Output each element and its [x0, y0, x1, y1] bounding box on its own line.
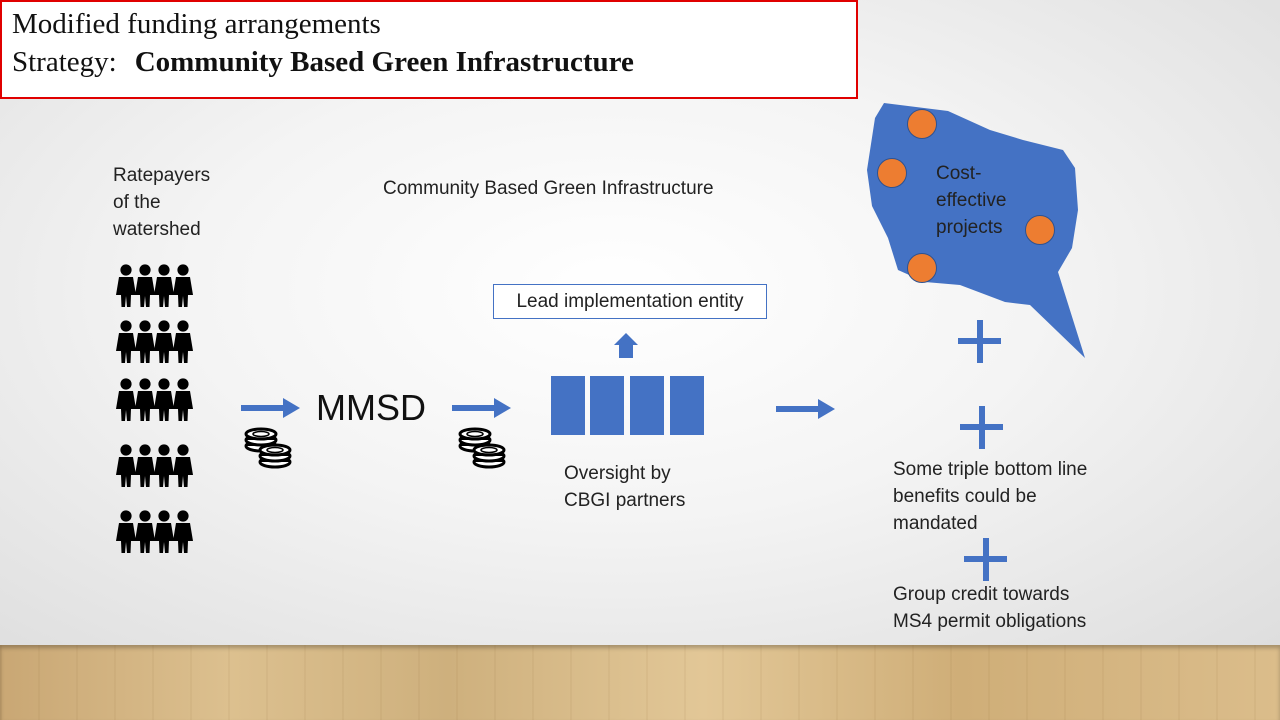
oversight-label: Oversight by CBGI partners	[564, 460, 685, 514]
triple-bottom-line-label: Some triple bottom line benefits could b…	[893, 456, 1087, 537]
lead-entity-box: Lead implementation entity	[493, 284, 767, 319]
title-strategy-name: Community Based Green Infrastructure	[134, 46, 634, 78]
plus-icon	[958, 320, 1001, 363]
project-dot	[907, 109, 937, 139]
cost-effective-line-2: effective	[936, 190, 1007, 211]
oversight-line-1: Oversight by	[564, 463, 671, 484]
ratepayers-line-2: of the	[113, 192, 161, 213]
triple-bottom-line-3: mandated	[893, 513, 978, 534]
partner-bar	[630, 376, 664, 435]
title-box: Modified funding arrangements Strategy: C…	[0, 0, 858, 99]
project-dot	[877, 158, 907, 188]
cbgi-header: Community Based Green Infrastructure	[383, 178, 714, 199]
arrow-right-icon	[776, 399, 835, 419]
triple-bottom-line-2: benefits could be	[893, 486, 1037, 507]
cost-effective-line-1: Cost-	[936, 163, 982, 184]
wood-floor	[0, 645, 1280, 720]
ratepayers-line-1: Ratepayers	[113, 165, 211, 186]
cost-effective-line-3: projects	[936, 217, 1003, 238]
title-line-1: Modified funding arrangements	[12, 8, 381, 40]
group-credit-line-2: MS4 permit obligations	[893, 611, 1087, 632]
plus-icon	[960, 406, 1003, 449]
ratepayers-line-3: watershed	[113, 219, 201, 240]
ratepayers-label: Ratepayers of the watershed	[113, 162, 210, 243]
project-dot	[907, 253, 937, 283]
oversight-line-2: CBGI partners	[564, 490, 686, 511]
triple-bottom-line-1: Some triple bottom line	[893, 459, 1088, 480]
title-strategy-prefix: Strategy:	[12, 46, 117, 78]
cost-effective-label: Cost- effective projects	[936, 160, 1006, 241]
partner-bar	[551, 376, 585, 435]
group-credit-line-1: Group credit towards	[893, 584, 1070, 605]
partner-bars	[551, 376, 704, 435]
mmsd-label: MMSD	[316, 387, 426, 428]
project-dot	[1025, 215, 1055, 245]
lead-entity-label: Lead implementation entity	[516, 290, 744, 312]
group-credit-label: Group credit towards MS4 permit obligati…	[893, 581, 1086, 635]
arrow-up-icon	[614, 333, 638, 358]
arrow-right-icon	[241, 398, 300, 418]
title-line-2: Strategy: Community Based Green Infrastru…	[12, 46, 634, 79]
partner-bar	[670, 376, 704, 435]
watershed-map-icon	[867, 103, 1085, 358]
arrow-right-icon	[452, 398, 511, 418]
partner-bar	[590, 376, 624, 435]
plus-icon	[964, 538, 1007, 581]
